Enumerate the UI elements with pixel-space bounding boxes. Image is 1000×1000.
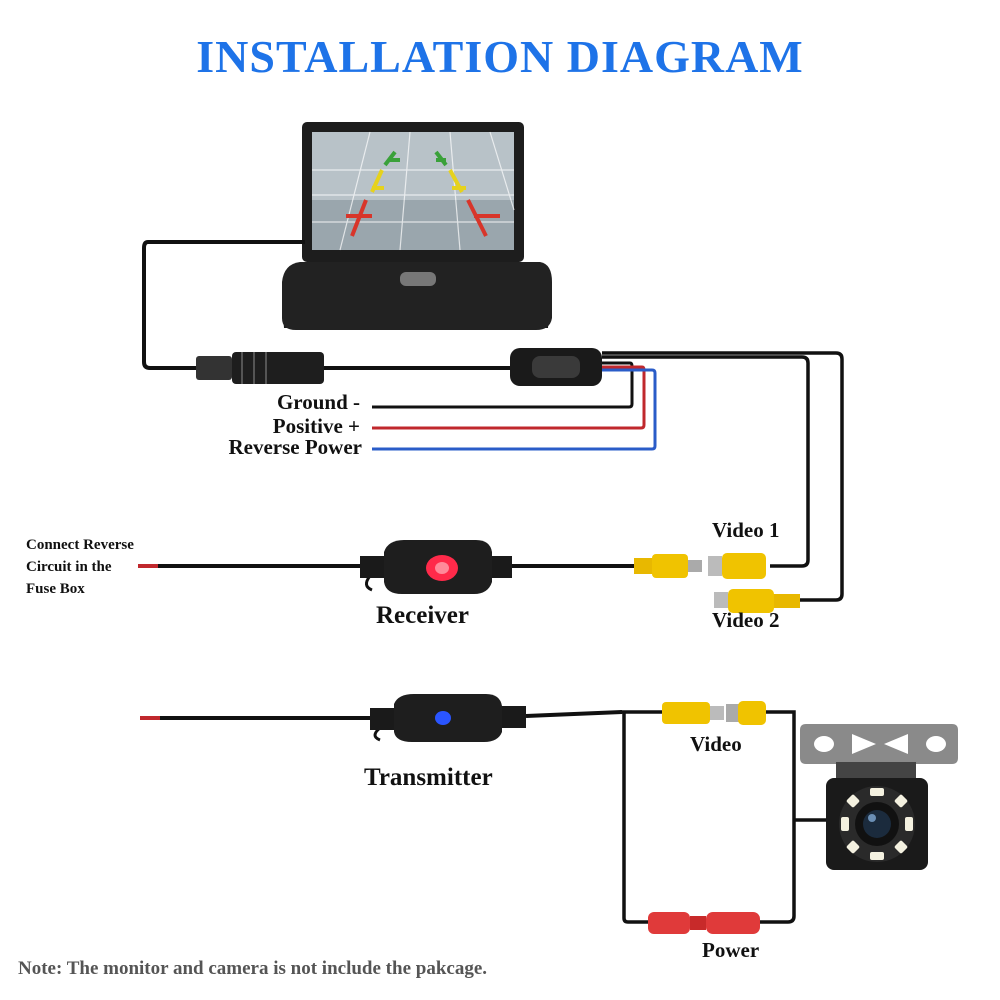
- monitor-cable: [142, 240, 512, 370]
- monitor-plug-icon: [196, 352, 324, 384]
- splitter-box-icon: [510, 348, 602, 386]
- video2-label: Video 2: [712, 608, 780, 632]
- connect-reverse-label-line3: Fuse Box: [26, 581, 85, 597]
- ground-label: Ground -: [276, 390, 360, 414]
- package-note: Note: The monitor and camera is not incl…: [18, 958, 488, 979]
- power-connector-icon: [648, 912, 760, 934]
- video1-label: Video 1: [712, 518, 780, 542]
- positive-label: Positive +: [272, 414, 360, 438]
- connect-reverse-label-line2: Circuit in the: [26, 559, 112, 575]
- monitor-icon: [282, 122, 552, 330]
- power-wires: [372, 361, 657, 451]
- video1-rca-icon: [634, 553, 766, 579]
- video-wires: [602, 351, 844, 602]
- connect-reverse-label-line1: Connect Reverse: [26, 537, 134, 553]
- receiver-box-icon: [360, 540, 512, 594]
- camera-wires: [620, 710, 830, 924]
- video2-rca-icon: [714, 589, 800, 613]
- camera-icon: [800, 724, 958, 870]
- power-label: Power: [702, 938, 760, 962]
- transmitter-box-icon: [370, 694, 526, 742]
- receiver-cable: [138, 564, 640, 592]
- diagram-title: INSTALLATION DIAGRAM: [196, 31, 804, 82]
- transmitter-label: Transmitter: [364, 764, 493, 791]
- camera-video-rca-icon: [662, 701, 766, 725]
- receiver-label: Receiver: [376, 602, 469, 629]
- video-label: Video: [690, 732, 742, 756]
- reverse-power-label: Reverse Power: [228, 435, 362, 459]
